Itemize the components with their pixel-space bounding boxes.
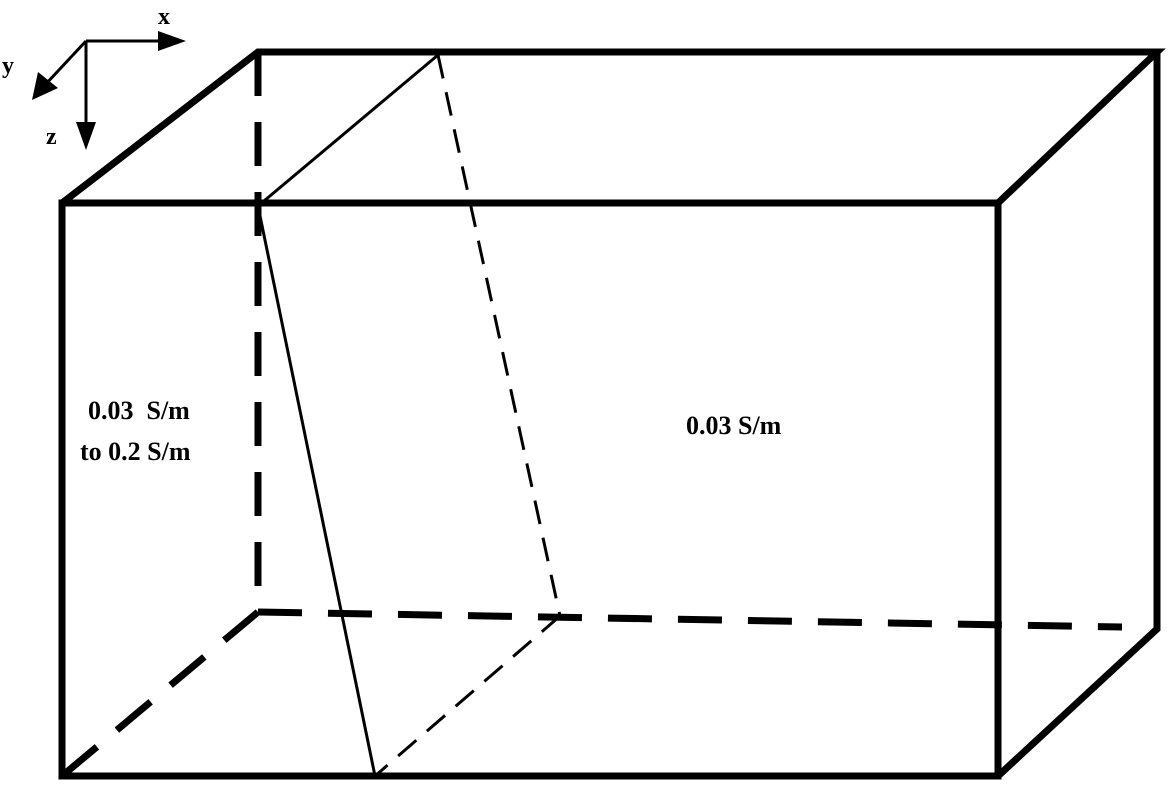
plane-back-edge-hidden	[436, 54, 562, 617]
box-edges	[58, 48, 1166, 780]
y-axis-line	[42, 39, 88, 88]
left-region-conductivity-line2: to 0.2 S/m	[80, 437, 191, 466]
x-axis-arrowhead	[158, 31, 186, 51]
plane-top-edge	[257, 53, 439, 208]
hidden-edges	[59, 52, 1123, 779]
x-axis-label: x	[158, 4, 170, 30]
plane-front-edge	[256, 205, 377, 777]
left-region-conductivity-line1: 0.03 S/m	[88, 396, 190, 425]
back-bottom-edge	[257, 608, 1123, 631]
plane-bottom-edge-hidden	[374, 614, 561, 778]
bottom-left-depth-edge	[59, 609, 261, 779]
z-axis-arrowhead	[76, 122, 96, 150]
right-face-edges	[995, 52, 1161, 779]
axis-triad	[32, 31, 186, 150]
inclined-boundary-plane	[256, 53, 562, 778]
y-axis-arrowhead	[32, 72, 58, 100]
right-region-conductivity: 0.03 S/m	[686, 411, 782, 440]
front-face	[58, 199, 1002, 780]
z-axis-label: z	[46, 124, 57, 150]
top-face-edges	[59, 48, 1166, 206]
y-axis-label: y	[2, 53, 14, 79]
